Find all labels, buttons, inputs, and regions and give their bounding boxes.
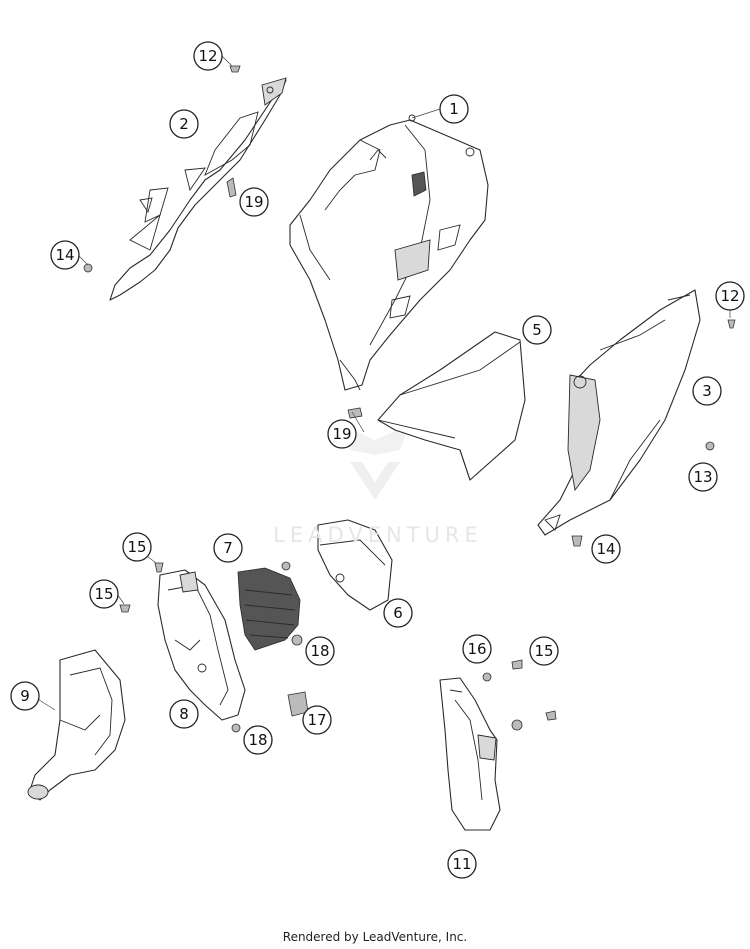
svg-text:8: 8 <box>179 705 189 723</box>
callout-19-lower: 19 <box>327 419 357 449</box>
callout-15-upper: 15 <box>122 532 152 562</box>
part-2-trim-panel <box>109 77 287 301</box>
callout-15-left: 15 <box>89 579 119 609</box>
svg-text:15: 15 <box>127 538 146 556</box>
callout-6: 6 <box>383 598 413 628</box>
callout-11: 11 <box>447 849 477 879</box>
svg-text:12: 12 <box>198 47 217 65</box>
svg-text:11: 11 <box>452 855 471 873</box>
svg-text:9: 9 <box>20 687 30 705</box>
svg-text:7: 7 <box>223 539 233 557</box>
svg-text:14: 14 <box>55 246 74 264</box>
svg-text:1: 1 <box>449 100 459 118</box>
svg-text:16: 16 <box>467 640 486 658</box>
callout-14-left: 14 <box>50 240 80 270</box>
callout-18-lower: 18 <box>243 725 273 755</box>
callout-3: 3 <box>692 376 722 406</box>
svg-text:19: 19 <box>244 193 263 211</box>
callout-12-top: 12 <box>193 41 223 71</box>
callout-14-right: 14 <box>591 534 621 564</box>
svg-text:19: 19 <box>332 425 351 443</box>
svg-text:12: 12 <box>720 287 739 305</box>
callout-16: 16 <box>462 634 492 664</box>
callout-13: 13 <box>688 462 718 492</box>
part-3-side-trim <box>537 289 701 536</box>
svg-text:15: 15 <box>534 642 553 660</box>
part-11-lower-cover <box>439 677 501 831</box>
part-9-intake-boot <box>27 649 126 801</box>
svg-text:15: 15 <box>94 585 113 603</box>
svg-text:3: 3 <box>702 382 712 400</box>
svg-text:18: 18 <box>248 731 267 749</box>
svg-text:18: 18 <box>310 642 329 660</box>
callout-15-right: 15 <box>529 636 559 666</box>
svg-text:2: 2 <box>179 115 189 133</box>
part-8-airbox-frame <box>157 569 246 721</box>
svg-text:14: 14 <box>596 540 615 558</box>
svg-text:6: 6 <box>393 604 403 622</box>
hardware <box>83 65 736 733</box>
callout-19-upper: 19 <box>239 187 269 217</box>
watermark-logo <box>340 424 410 500</box>
svg-text:17: 17 <box>307 711 326 729</box>
part-7-air-filter <box>237 561 301 651</box>
footer-credit: Rendered by LeadVenture, Inc. <box>282 930 468 944</box>
part-5-side-panel <box>377 331 526 481</box>
watermark: LEADVENTURE <box>273 523 483 547</box>
callout-9: 9 <box>10 681 40 711</box>
callout-8: 8 <box>169 699 199 729</box>
callout-2: 2 <box>169 109 199 139</box>
callout-12-right: 12 <box>715 281 745 311</box>
callout-5: 5 <box>522 315 552 345</box>
svg-text:13: 13 <box>693 468 712 486</box>
svg-text:5: 5 <box>532 321 542 339</box>
callout-7: 7 <box>213 533 243 563</box>
callout-18-upper: 18 <box>305 636 335 666</box>
part-1-airbox-cover <box>289 114 489 391</box>
callout-1: 1 <box>439 94 469 124</box>
part-6-filter-cover <box>317 519 393 611</box>
callout-17: 17 <box>302 705 332 735</box>
